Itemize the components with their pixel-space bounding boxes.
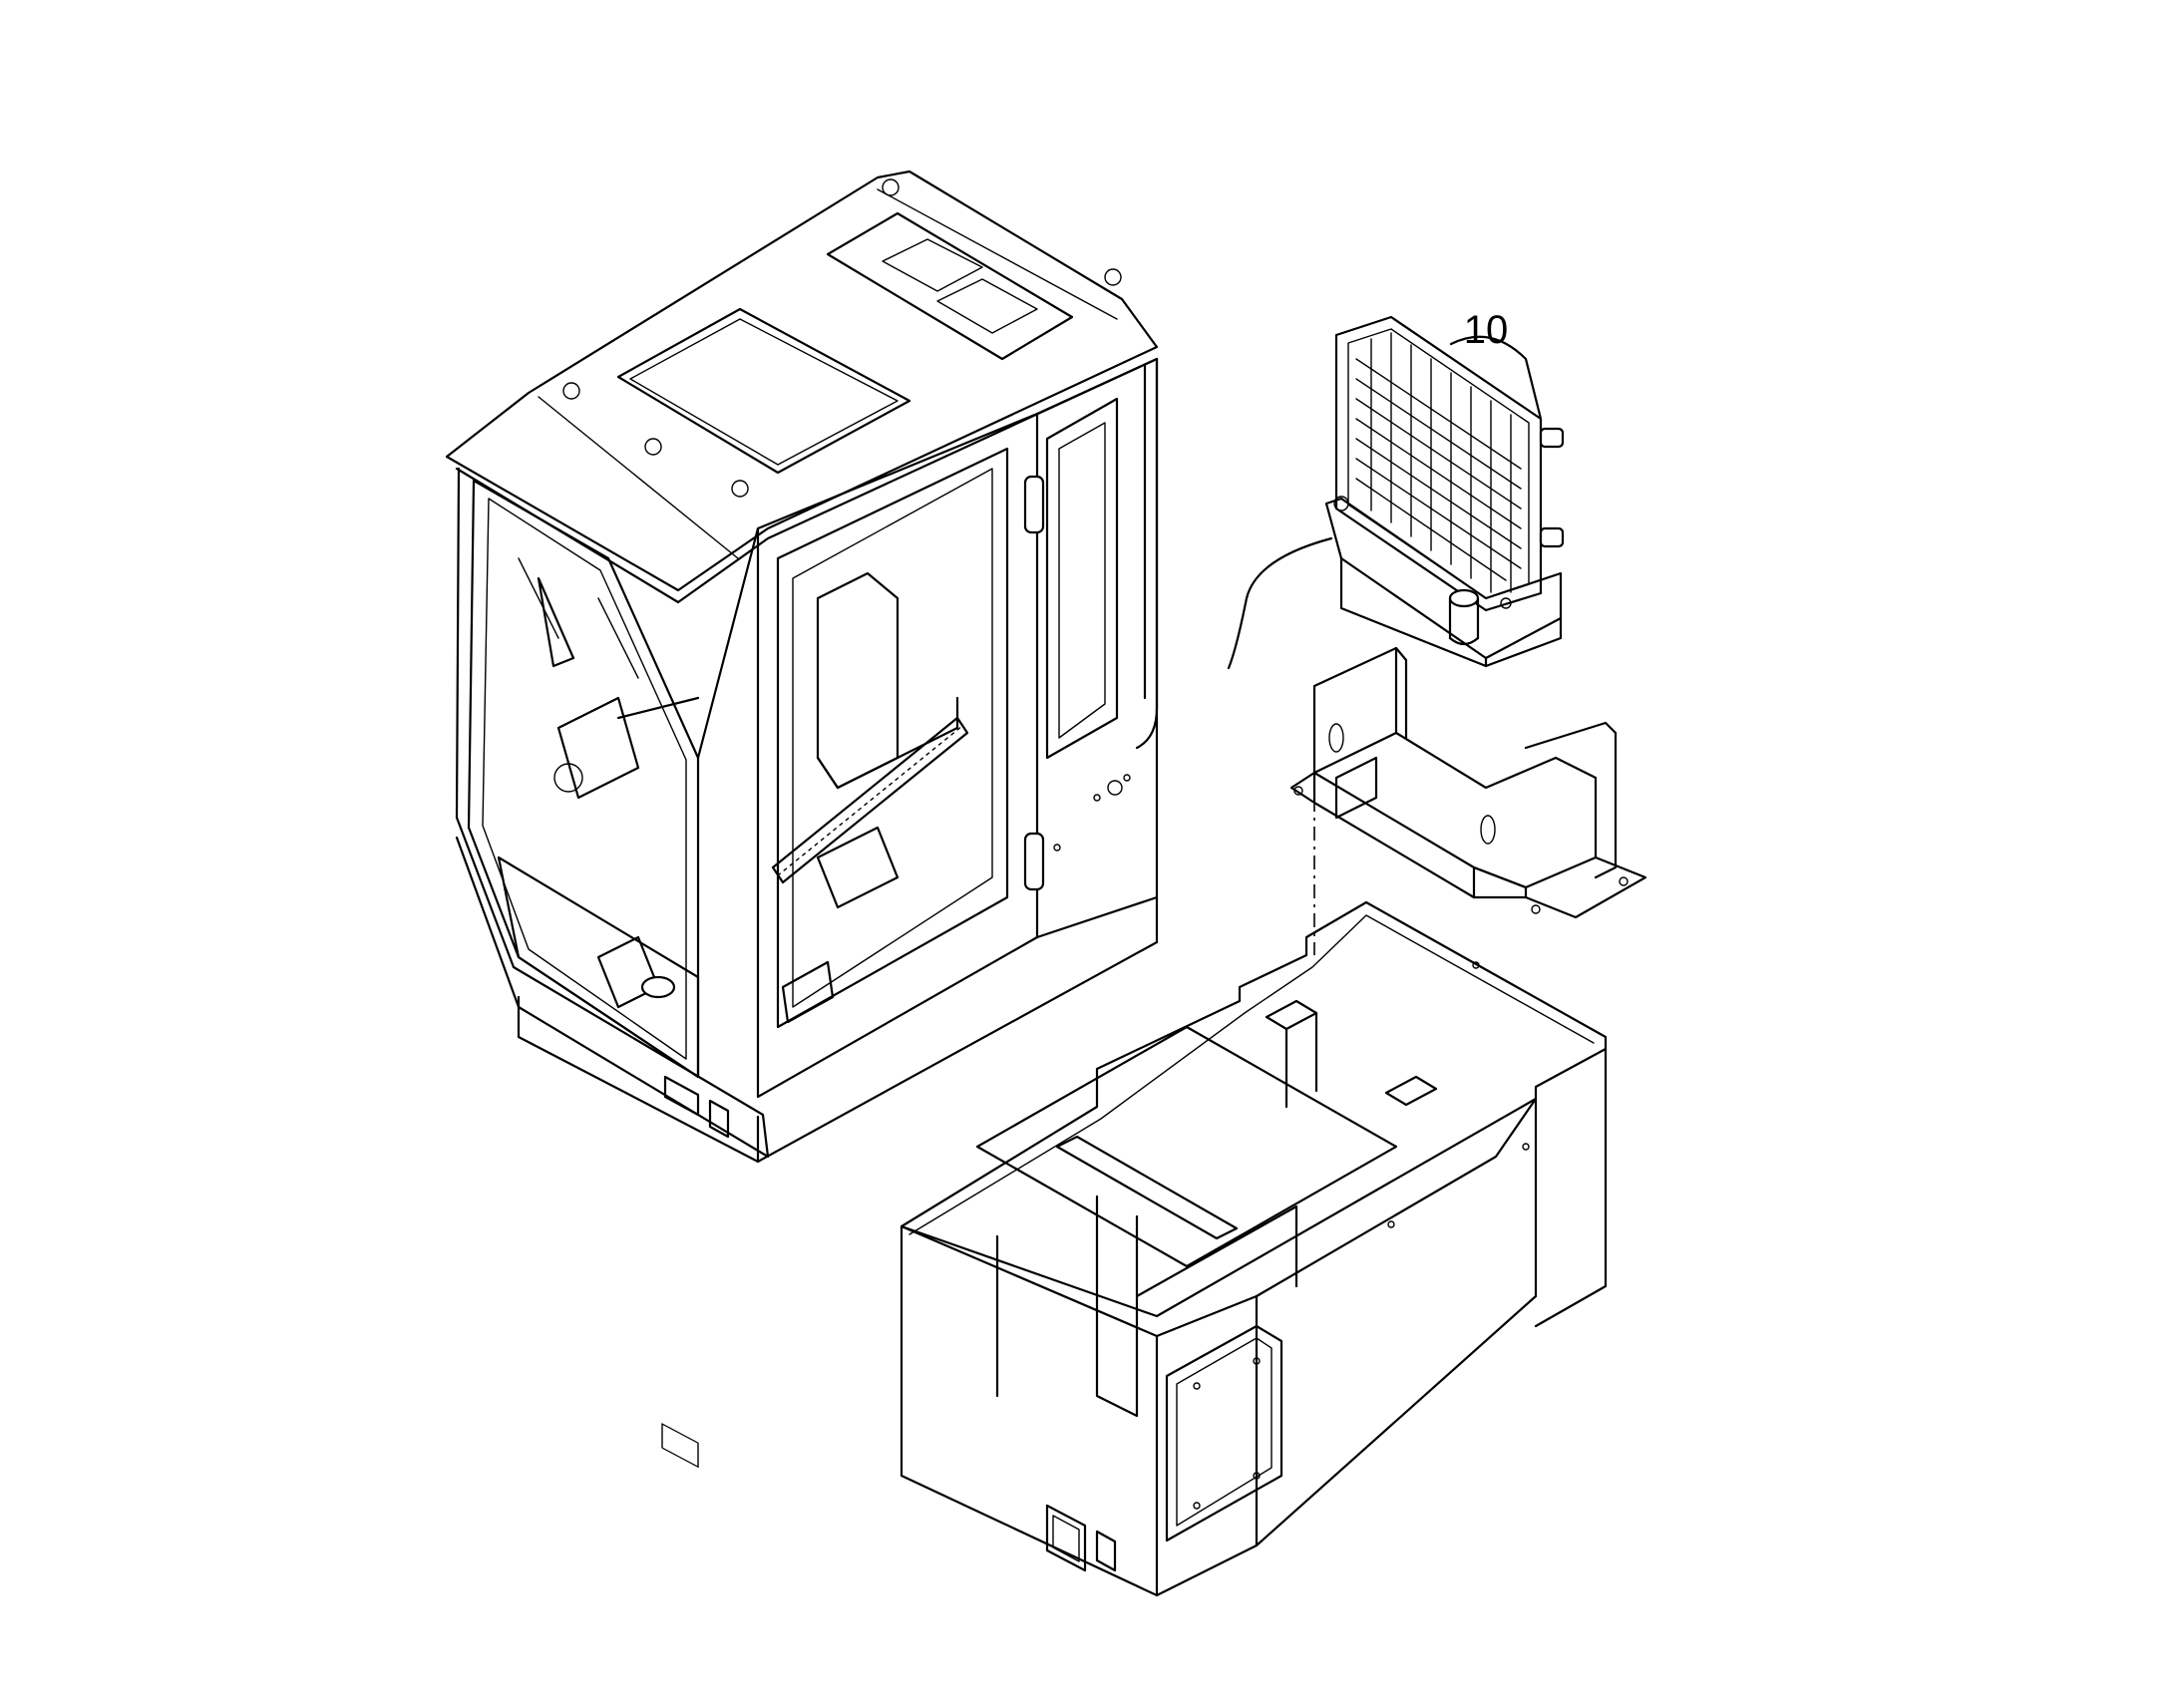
mounting-bracket: [1289, 646, 1647, 919]
callout-label: 10: [1464, 308, 1509, 352]
operator-cab: [445, 170, 1159, 1468]
radiator-grille-mesh: [1355, 332, 1522, 593]
heater-unit: [1227, 315, 1565, 670]
cab-base-box: [900, 900, 1608, 1597]
